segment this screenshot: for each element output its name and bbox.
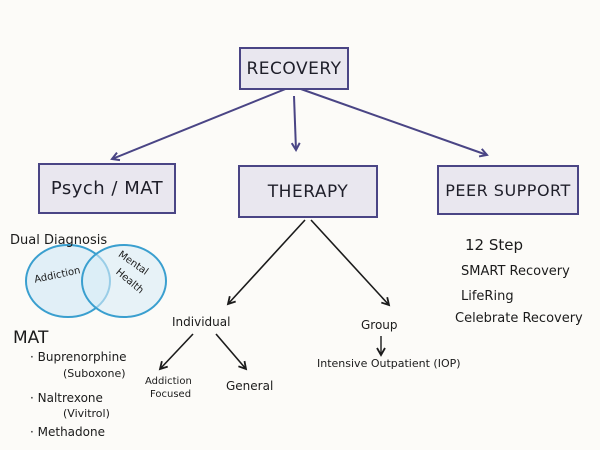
- iop-label: Intensive Outpatient (IOP): [317, 357, 461, 370]
- mat-item-naltrexone: · Naltrexone: [30, 391, 103, 405]
- venn-circle-mental-health: [81, 244, 167, 318]
- mat-item-suboxone: (Suboxone): [63, 367, 126, 380]
- group-label: Group: [361, 318, 398, 332]
- mat-title: MAT: [13, 328, 49, 348]
- arrow-root-to-therapy: [294, 95, 296, 150]
- peer-support-box: PEER SUPPORT: [437, 165, 579, 215]
- addiction-focused-line1: Addiction: [145, 376, 192, 387]
- arrow-therapy-to-individual: [226, 219, 306, 306]
- mat-item-vivitrol: (Vivitrol): [63, 407, 110, 420]
- peer-item-12-step: 12 Step: [465, 236, 524, 254]
- psych-mat-box: Psych / MAT: [38, 163, 176, 214]
- peer-support-label: PEER SUPPORT: [445, 180, 571, 200]
- peer-item-lifering: LifeRing: [461, 289, 514, 304]
- therapy-box: THERAPY: [238, 165, 378, 218]
- recovery-box: RECOVERY: [239, 47, 349, 90]
- mat-item-methadone: · Methadone: [30, 425, 105, 439]
- peer-item-smart-recovery: SMART Recovery: [461, 264, 570, 279]
- recovery-label: RECOVERY: [246, 58, 342, 79]
- arrow-root-to-peer: [297, 87, 487, 155]
- arrow-root-to-psych: [112, 87, 289, 159]
- addiction-focused-line2: Focused: [150, 389, 192, 400]
- therapy-label: THERAPY: [267, 181, 349, 202]
- general-label: General: [226, 379, 274, 393]
- peer-item-celebrate-recovery: Celebrate Recovery: [455, 311, 583, 326]
- arrow-individual-to-addiction-focused: [158, 333, 194, 371]
- individual-label: Individual: [172, 315, 231, 329]
- psych-mat-label: Psych / MAT: [50, 178, 164, 199]
- dual-diagnosis-title: Dual Diagnosis: [10, 233, 108, 248]
- arrow-individual-to-general: [215, 333, 248, 371]
- mat-item-buprenorphine: · Buprenorphine: [30, 350, 127, 364]
- arrow-therapy-to-group: [310, 219, 391, 307]
